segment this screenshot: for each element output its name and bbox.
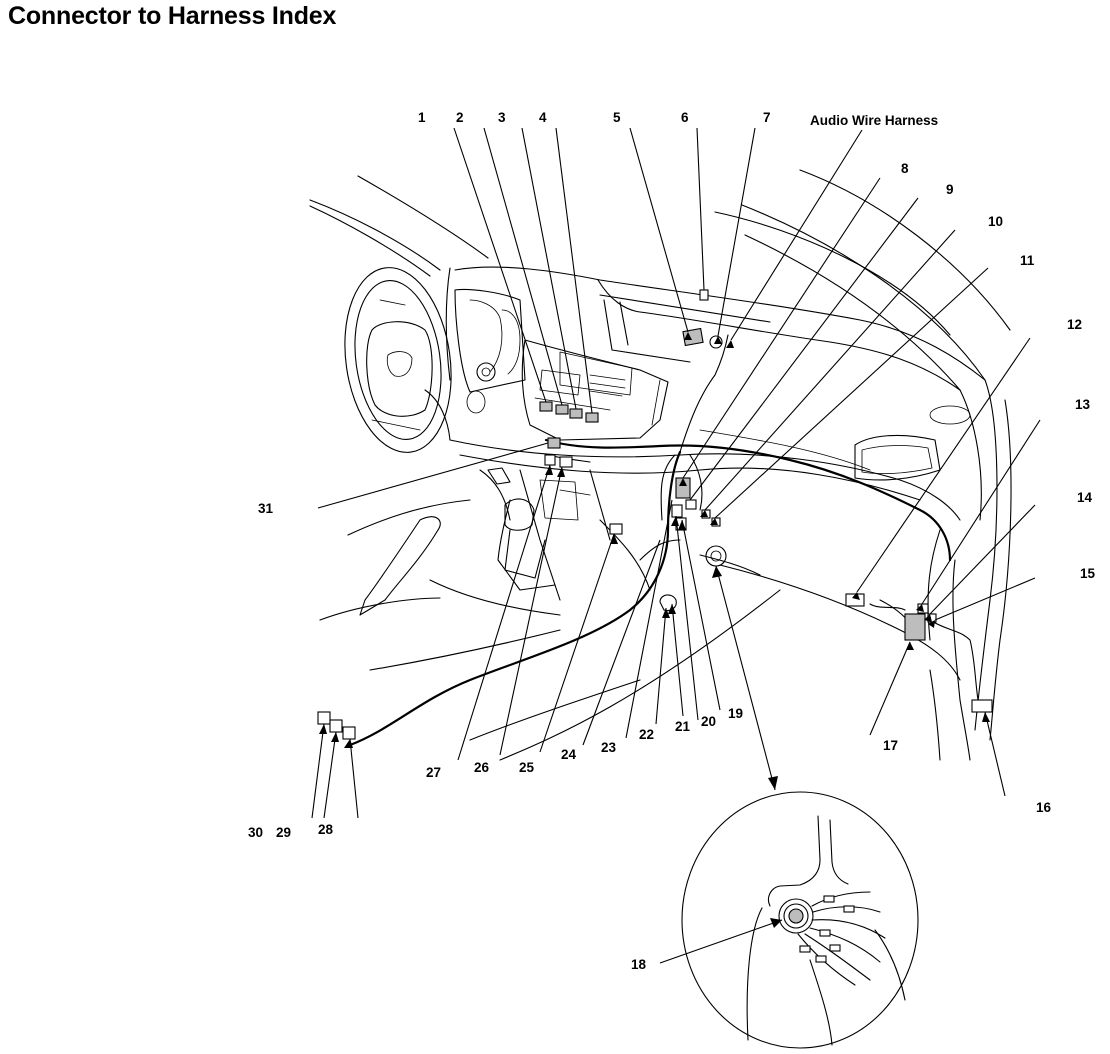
callout-14: 14 (1077, 490, 1093, 505)
callout-labels: 1 2 3 4 5 6 7 Audio Wire Harness 8 9 10 … (248, 110, 1096, 972)
callout-1: 1 (418, 110, 426, 125)
callout-audio-wire-harness: Audio Wire Harness (810, 113, 938, 128)
callout-22: 22 (639, 727, 654, 742)
callout-18: 18 (631, 957, 647, 972)
floor-lines (719, 564, 971, 761)
callout-24: 24 (561, 747, 577, 762)
arrowheads (319, 332, 990, 928)
callout-3: 3 (498, 110, 506, 125)
callout-9: 9 (946, 182, 954, 197)
steering-wheel (344, 267, 496, 453)
callout-4: 4 (539, 110, 547, 125)
dashboard (445, 266, 986, 521)
callout-26: 26 (474, 760, 490, 775)
windshield-outline (309, 169, 1011, 391)
center-console (319, 467, 781, 761)
callout-8: 8 (901, 161, 909, 176)
callout-28: 28 (318, 822, 334, 837)
callout-12: 12 (1067, 317, 1082, 332)
page-title: Connector to Harness Index (8, 2, 337, 30)
callout-2: 2 (456, 110, 464, 125)
callout-25: 25 (519, 760, 535, 775)
callout-30: 30 (248, 825, 263, 840)
callout-29: 29 (276, 825, 291, 840)
callout-19: 19 (728, 706, 743, 721)
callout-15: 15 (1080, 566, 1096, 581)
callout-23: 23 (601, 740, 617, 755)
callout-13: 13 (1075, 397, 1091, 412)
callout-17: 17 (883, 738, 898, 753)
callout-5: 5 (613, 110, 621, 125)
callout-21: 21 (675, 719, 691, 734)
callout-11: 11 (1020, 253, 1035, 268)
callout-16: 16 (1036, 800, 1052, 815)
callout-10: 10 (988, 214, 1003, 229)
detail-inset (681, 791, 919, 1049)
callout-27: 27 (426, 765, 441, 780)
door-frame (927, 379, 1012, 741)
callout-7: 7 (763, 110, 771, 125)
callout-31: 31 (258, 501, 274, 516)
leader-lines (311, 127, 1041, 964)
callout-6: 6 (681, 110, 689, 125)
callout-20: 20 (701, 714, 716, 729)
